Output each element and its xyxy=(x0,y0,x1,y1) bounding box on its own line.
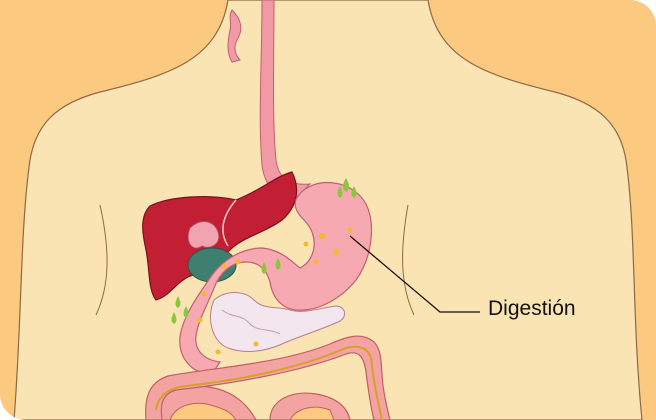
enzyme-particle xyxy=(314,260,319,265)
enzyme-particle xyxy=(348,228,353,233)
enzyme-particle xyxy=(319,233,325,239)
enzyme-particle xyxy=(216,350,221,355)
enzyme-particle xyxy=(222,264,227,269)
enzyme-particle xyxy=(236,260,241,265)
enzyme-particle xyxy=(254,342,259,347)
enzyme-particle xyxy=(198,318,203,323)
enzyme-particle xyxy=(333,249,339,255)
digestion-callout-label: Digestión xyxy=(488,298,576,319)
enzyme-particle xyxy=(202,292,207,297)
liver-highlight xyxy=(188,222,219,248)
enzyme-particle xyxy=(304,242,309,247)
